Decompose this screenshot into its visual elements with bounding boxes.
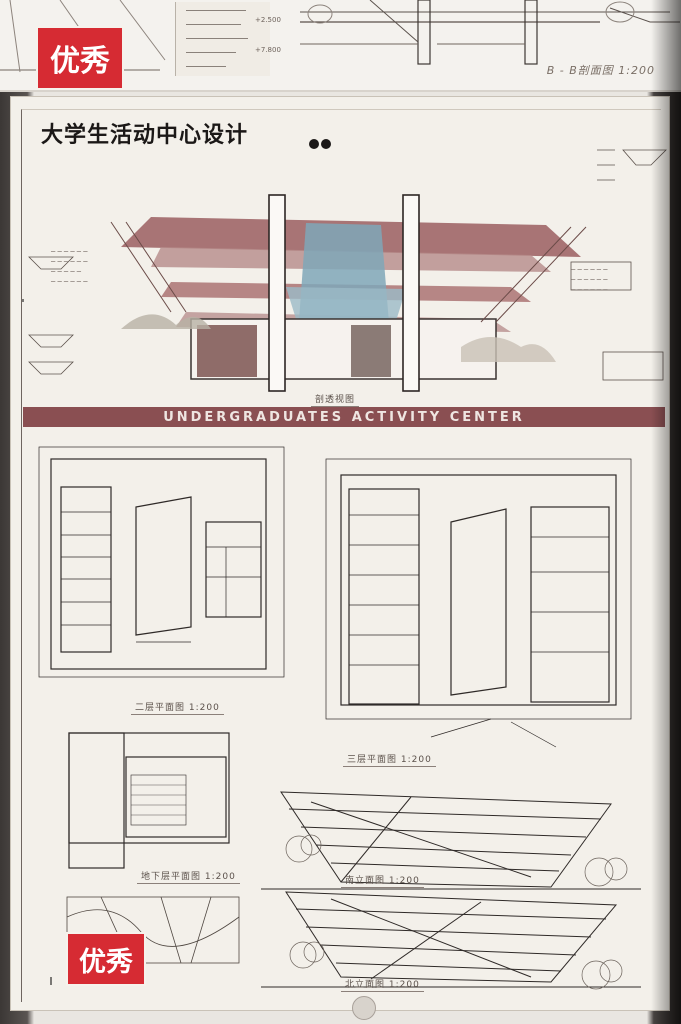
plan-3f-caption: 三层平面图 1:200 (343, 752, 436, 767)
top-note-block (175, 2, 270, 76)
top-elev-b: +7.800 (255, 46, 281, 54)
top-elev-a: +2.500 (255, 16, 281, 24)
section-perspective-drawing (22, 149, 667, 392)
plan-b1-caption: 地下层平面图 1:200 (137, 869, 240, 884)
board-clip (352, 996, 376, 1020)
section-caption: 剖透视图 (311, 392, 360, 407)
previous-board: +2.500 +7.800 B - B剖面图 1:200 优秀 (0, 0, 681, 92)
excellence-badge-bottom: 优秀 (68, 934, 144, 984)
right-edge-shadow (651, 0, 681, 1024)
elevation-1-caption: 南立面图 1:200 (341, 873, 424, 888)
top-section-caption: B - B剖面图 1:200 (546, 64, 655, 77)
section-notes-left: ─ ─ ─ ─ ─ ─ ─ ─ ─ ─ ─ ─ ─ ─ ─ ─ ─ ─ ─ ─ … (51, 248, 88, 286)
section-notes-right: ─ ─ ─ ─ ─ ─ ─ ─ ─ ─ ─ ─ ─ ─ ─ ─ ─ ─ (571, 266, 608, 294)
board-frame (21, 109, 661, 1002)
floor-plans-drawing (38, 446, 641, 990)
title-dots (309, 139, 319, 149)
plan-2f-caption: 二层平面图 1:200 (131, 700, 224, 715)
board-title: 大学生活动中心设计 (41, 123, 249, 148)
excellence-badge-top: 优秀 (38, 28, 122, 88)
project-banner: UNDERGRADUATES ACTIVITY CENTER (23, 407, 665, 427)
elevation-2-caption: 北立面图 1:200 (341, 977, 424, 992)
design-board: 大学生活动中心设计 (10, 96, 670, 1011)
